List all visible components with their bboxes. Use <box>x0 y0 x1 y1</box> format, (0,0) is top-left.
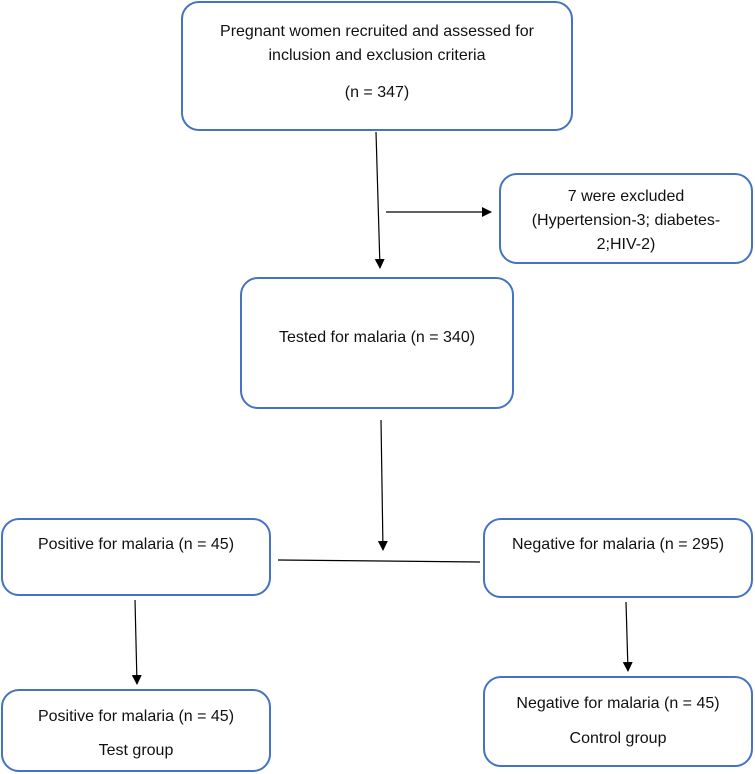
split-connector-line <box>277 559 481 563</box>
control-group-label: Negative for malaria (n = 45) <box>516 695 720 712</box>
positive-label: Positive for malaria (n = 45) <box>37 536 235 553</box>
control-group-name: Control group <box>569 730 667 747</box>
negative-label: Negative for malaria (n = 295) <box>511 536 725 553</box>
test-group-box: Positive for malaria (n = 45) Test group <box>1 689 271 772</box>
recruited-line-1: Pregnant women recruited and assessed fo… <box>220 23 534 40</box>
negative-box: Negative for malaria (n = 295) <box>483 518 753 598</box>
test-group-label: Positive for malaria (n = 45) <box>37 708 235 725</box>
recruited-count: (n = 347) <box>344 84 410 101</box>
test-group-name: Test group <box>98 742 174 759</box>
excluded-line-1: 7 were excluded <box>567 188 685 205</box>
arrow-negative-to-control-group <box>622 601 633 672</box>
arrow-positive-to-test-group <box>131 599 142 685</box>
arrow-tested-to-split <box>377 419 388 551</box>
positive-box: Positive for malaria (n = 45) <box>1 518 271 596</box>
tested-label: Tested for malaria (n = 340) <box>278 329 476 346</box>
tested-box: Tested for malaria (n = 340) <box>240 277 514 409</box>
excluded-line-3: 2;HIV-2) <box>596 236 656 253</box>
excluded-line-2: (Hypertension-3; diabetes- <box>531 212 721 229</box>
control-group-box: Negative for malaria (n = 45) Control gr… <box>483 676 753 767</box>
arrow-recruited-to-tested <box>374 131 385 269</box>
excluded-box: 7 were excluded (Hypertension-3; diabete… <box>499 173 753 264</box>
recruited-line-2: inclusion and exclusion criteria <box>268 47 486 64</box>
recruited-box: Pregnant women recruited and assessed fo… <box>181 1 573 131</box>
